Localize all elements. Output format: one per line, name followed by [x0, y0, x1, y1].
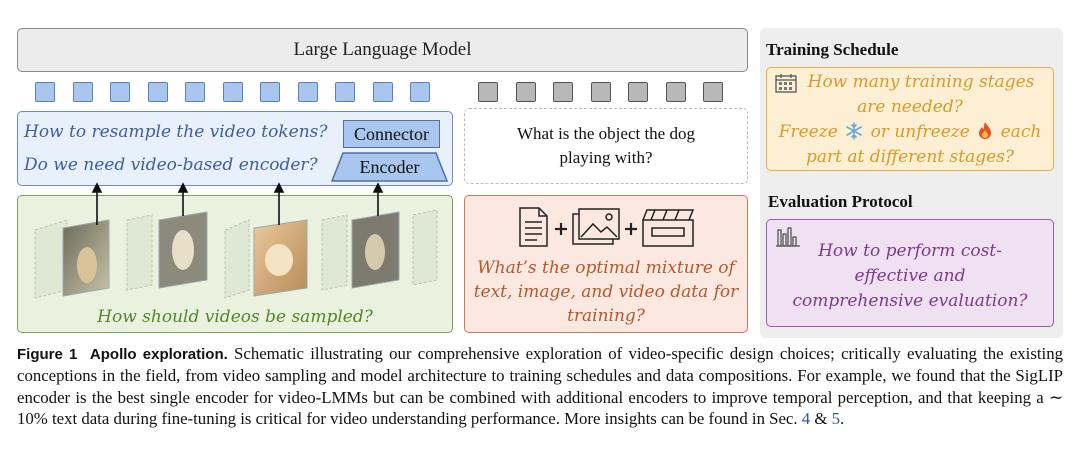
text-token	[590, 82, 611, 102]
visual-token-row	[35, 82, 435, 102]
training-line-3: Freeze or unfreeze each	[766, 120, 1054, 145]
document-icon	[519, 207, 548, 247]
video-frame	[253, 219, 308, 297]
video-frame	[158, 211, 208, 289]
calendar-icon	[775, 74, 797, 93]
caption-amp: &	[814, 409, 828, 429]
llm-label: Large Language Model	[293, 39, 472, 60]
snowflake-icon	[846, 122, 862, 140]
training-schedule-title: Training Schedule	[766, 40, 899, 59]
visual-token	[185, 82, 205, 102]
modality-icons	[519, 207, 695, 247]
visual-token	[297, 82, 318, 102]
data-mixture-question: What’s the optimal mixture of text, imag…	[473, 258, 739, 326]
text-token	[515, 82, 536, 102]
text-token-row	[478, 82, 738, 102]
visual-token	[35, 82, 55, 102]
caption-body: Schematic illustrating our comprehensive…	[17, 344, 1063, 429]
section-ref-5[interactable]: 5	[831, 409, 841, 429]
visual-token	[410, 82, 430, 102]
plus-icon	[625, 223, 637, 235]
training-line-1: How many training stages	[807, 72, 1035, 92]
encoder-block: Encoder	[331, 152, 448, 182]
visual-token	[335, 82, 355, 102]
figure-label: Figure 1	[17, 346, 78, 363]
text-token	[628, 82, 648, 102]
encoder-trapezoid	[331, 152, 448, 182]
resample-question: How to resample the video tokens?	[24, 122, 328, 142]
image-icon	[572, 208, 620, 245]
training-line-4: part at different stages?	[805, 147, 1015, 167]
evaluation-protocol-panel	[766, 219, 1054, 327]
visual-token	[260, 82, 280, 102]
visual-token	[110, 82, 130, 102]
sampling-arrows	[91, 182, 384, 225]
section-ref-4[interactable]: 4	[801, 409, 811, 429]
video-sampling-question: How should videos be sampled?	[97, 307, 373, 327]
caption-end: .	[840, 409, 845, 429]
bar-chart-icon	[776, 227, 800, 247]
unfreeze-text: or unfreeze	[870, 122, 970, 142]
evaluation-protocol-title: Evaluation Protocol	[768, 192, 913, 211]
visual-token	[222, 82, 243, 102]
connector-label: Connector	[354, 123, 429, 144]
visual-token	[147, 82, 168, 102]
dialog-question-box: What is the object the dog playing with?	[464, 108, 748, 184]
plus-icon	[555, 223, 567, 235]
video-clapper-icon	[642, 209, 695, 247]
fire-icon	[979, 122, 992, 139]
training-line-2: are needed?	[857, 97, 963, 117]
video-frame	[62, 219, 110, 297]
dialog-question: What is the object the dog playing with?	[517, 124, 695, 167]
evaluation-question: How to perform cost-effective and compre…	[766, 239, 1054, 314]
text-token	[665, 82, 686, 102]
video-clips-illustration	[34, 182, 438, 299]
visual-token	[72, 82, 93, 102]
connector-block: Connector	[343, 120, 440, 148]
video-frame	[351, 211, 400, 289]
freeze-text: Freeze	[778, 122, 838, 142]
text-token	[478, 82, 498, 102]
llm-block: Large Language Model	[17, 28, 748, 72]
figure-title: Apollo exploration.	[89, 346, 228, 363]
text-token	[703, 82, 723, 102]
training-schedule-panel	[766, 67, 1054, 171]
evaluation-question-text: How to perform cost-effective and compre…	[792, 241, 1028, 311]
training-question: How many training stages are needed? Fre…	[766, 70, 1054, 170]
text-token	[553, 82, 573, 102]
encoder-question: Do we need video-based encoder?	[24, 155, 318, 175]
each-text: each	[1000, 122, 1042, 142]
visual-token	[372, 82, 393, 102]
figure-caption: Figure 1 Apollo exploration. Schematic i…	[17, 343, 1063, 430]
encoder-label: Encoder	[359, 156, 420, 177]
